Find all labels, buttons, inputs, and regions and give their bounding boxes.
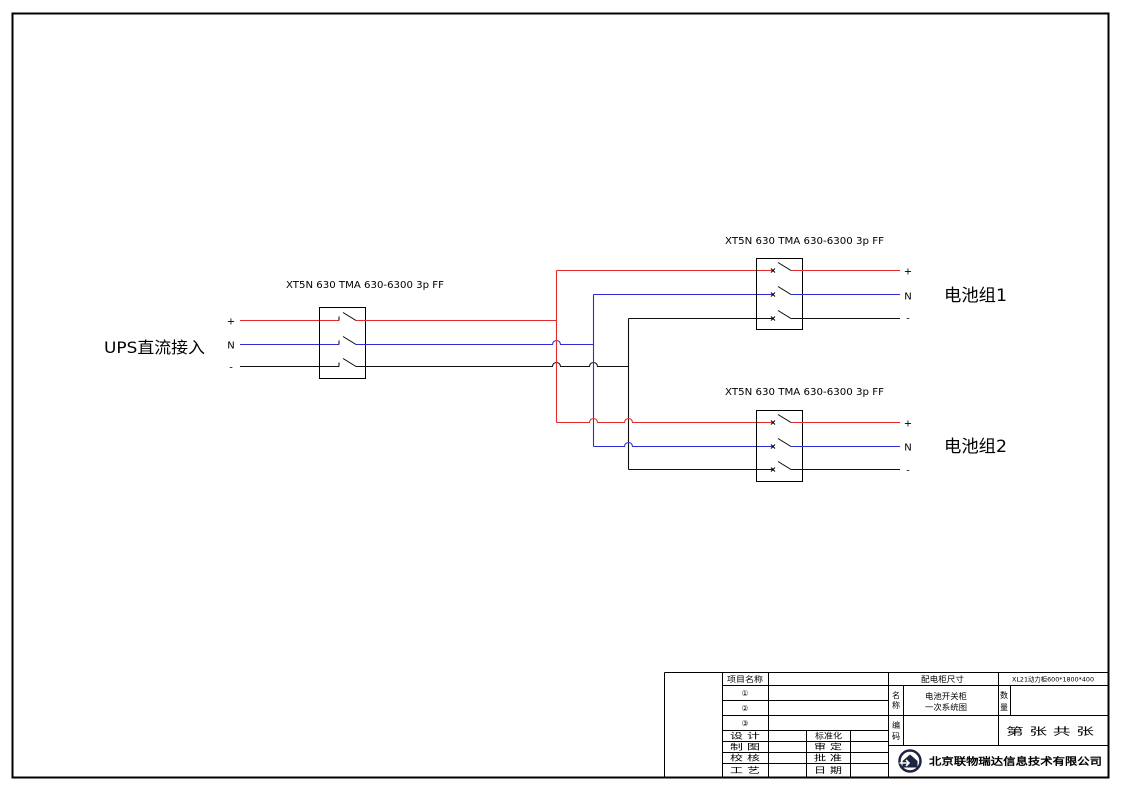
switch-contact (338, 336, 357, 345)
breaker-contact (770, 414, 792, 425)
cabinet-size-value: XL21动力柜600*1800*400 (1012, 675, 1094, 684)
wire-negative-main (356, 361, 629, 368)
breaker-battery-1-label: XT5N 630 TMA 630-6300 3p FF (725, 236, 884, 247)
sign-label-standardization: 标准化 (815, 731, 842, 741)
breaker-contact (770, 286, 792, 297)
breaker-contact (770, 310, 792, 321)
breaker-contact (770, 461, 792, 472)
breaker-battery-1: XT5N 630 TMA 630-6300 3p FF (725, 236, 884, 330)
battery-group-1-label: 电池组1 (944, 286, 1007, 306)
switch-contact (338, 358, 357, 367)
sheet-count-text: 第 张 共 张 (1006, 725, 1094, 738)
code-label-char-2: 码 (892, 732, 900, 741)
output-2-polarity-positive: + (904, 419, 912, 430)
revision-mark-3: ③ (741, 719, 748, 728)
company-name: 北京联物瑞达信息技术有限公司 (929, 755, 1102, 768)
output-1-polarity-neutral: N (904, 292, 911, 303)
battery-group-2-label: 电池组2 (944, 437, 1007, 457)
sign-label-check: 校 核 (730, 753, 760, 763)
breaker-battery-2: XT5N 630 TMA 630-6300 3p FF (725, 387, 884, 482)
company-logo-icon (898, 749, 922, 773)
sign-label-approve: 批 准 (814, 753, 842, 763)
revision-mark-1: ① (741, 689, 748, 698)
code-label-char-1: 编 (892, 720, 900, 730)
sign-label-drawing: 制 图 (730, 742, 760, 752)
wire-positive-branch-2 (556, 417, 773, 424)
cabinet-size-label: 配电柜尺寸 (921, 674, 964, 684)
sign-label-date: 日 期 (814, 766, 842, 775)
output-2-polarity-negative: - (906, 466, 910, 477)
sign-label-design: 设 计 (730, 731, 760, 741)
breaker-contact (770, 438, 792, 449)
drawing-name-line-1: 电池开关柜 (925, 691, 967, 701)
switch-contact (338, 312, 357, 321)
breaker-battery-2-label: XT5N 630 TMA 630-6300 3p FF (725, 387, 884, 398)
sign-label-review: 审 定 (814, 742, 842, 752)
project-name-label: 项目名称 (727, 674, 763, 684)
breaker-contact (770, 262, 792, 273)
output-1-polarity-negative: - (906, 314, 910, 325)
wire-neutral-main (356, 339, 594, 346)
sign-label-process: 工 艺 (730, 766, 760, 775)
output-1-polarity-positive: + (904, 267, 912, 278)
quantity-label-char-2: 量 (1000, 703, 1008, 712)
breaker-main-label: XT5N 630 TMA 630-6300 3p FF (286, 280, 444, 291)
name-label-char-2: 称 (892, 700, 900, 710)
quantity-label-char-1: 数 (1000, 690, 1008, 700)
wire-neutral-branch-2 (593, 441, 773, 448)
breaker-main-box (319, 307, 366, 379)
breaker-main: XT5N 630 TMA 630-6300 3p FF (286, 280, 444, 379)
name-label-char-1: 名 (892, 690, 900, 700)
input-polarity-neutral: N (227, 341, 234, 352)
title-block: 项目名称 ① ② ③ 设 计 制 图 校 核 工 艺 标准化 审 定 批 准 日… (664, 672, 1108, 777)
drawing-frame (11, 12, 1110, 779)
input-polarity-positive: + (227, 317, 235, 328)
input-label: UPS直流接入 (104, 338, 205, 357)
title-block-grid-lines (664, 672, 1108, 777)
input-polarity-negative: - (229, 363, 233, 374)
drawing-name-line-2: 一次系统图 (925, 702, 967, 712)
output-2-polarity-neutral: N (904, 443, 911, 454)
revision-mark-2: ② (741, 704, 748, 713)
